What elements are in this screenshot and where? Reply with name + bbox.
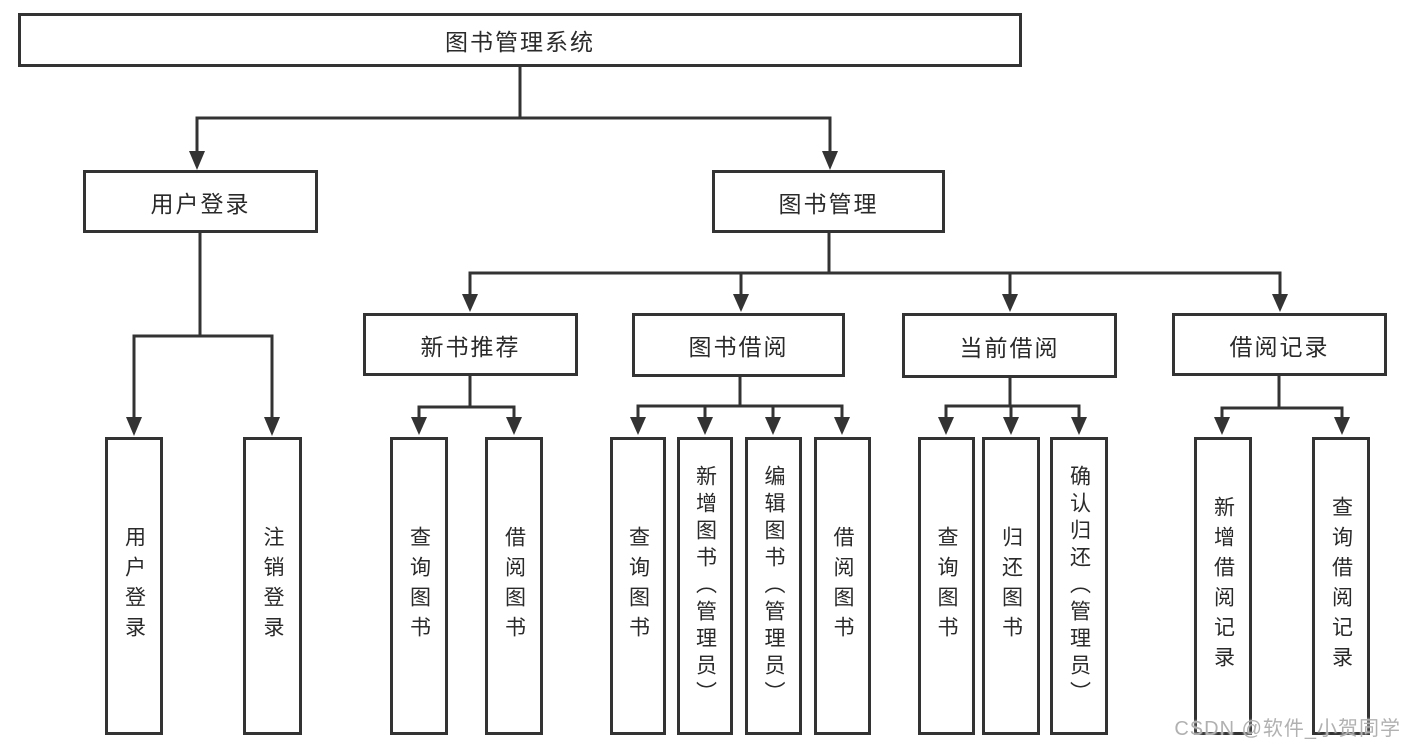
- leaf-query-books-recommend: 查询图书: [390, 437, 448, 735]
- leaf-user-login: 用户登录: [105, 437, 163, 735]
- leaf-add-books-admin: 新增图书（管理员）: [677, 437, 733, 735]
- leaf-add-borrow-record: 新增借阅记录: [1194, 437, 1252, 735]
- node-label: 确认归还（管理员）: [1067, 464, 1091, 708]
- node-label: 查询借阅记录: [1329, 496, 1353, 676]
- node-user-login: 用户登录: [83, 170, 318, 233]
- leaf-return-books: 归还图书: [982, 437, 1040, 735]
- node-book-borrowing: 图书借阅: [632, 313, 845, 377]
- node-label: 图书管理: [778, 190, 879, 217]
- node-label: 借阅图书: [502, 526, 526, 646]
- node-label: 图书借阅: [688, 334, 789, 360]
- node-book-management: 图书管理: [712, 170, 945, 233]
- node-borrowing-records: 借阅记录: [1172, 313, 1387, 376]
- leaf-borrow-books-borrowing: 借阅图书: [814, 437, 871, 735]
- node-label: 借阅记录: [1229, 333, 1330, 360]
- node-label: 归还图书: [999, 526, 1023, 646]
- node-label: 查询图书: [407, 526, 431, 646]
- node-library-system: 图书管理系统: [18, 13, 1022, 67]
- node-label: 借阅图书: [831, 526, 854, 646]
- leaf-borrow-books-recommend: 借阅图书: [485, 437, 543, 735]
- node-label: 用户登录: [122, 526, 146, 646]
- node-label: 查询图书: [935, 526, 958, 646]
- node-new-book-recommendation: 新书推荐: [363, 313, 578, 376]
- node-label: 图书管理系统: [445, 29, 595, 55]
- node-label: 查询图书: [626, 526, 650, 646]
- node-label: 用户登录: [150, 190, 251, 217]
- node-label: 编辑图书（管理员）: [762, 464, 785, 708]
- node-label: 当前借阅: [959, 334, 1060, 361]
- node-label: 注销登录: [261, 526, 284, 646]
- node-label: 新增图书（管理员）: [693, 464, 717, 708]
- leaf-confirm-return-admin: 确认归还（管理员）: [1050, 437, 1108, 735]
- node-current-borrowing: 当前借阅: [902, 313, 1117, 378]
- node-label: 新书推荐: [420, 333, 521, 360]
- leaf-query-books-borrowing: 查询图书: [610, 437, 666, 735]
- node-label: 新增借阅记录: [1211, 496, 1235, 676]
- leaf-query-borrow-record: 查询借阅记录: [1312, 437, 1370, 735]
- leaf-logout: 注销登录: [243, 437, 302, 735]
- leaf-edit-books-admin: 编辑图书（管理员）: [745, 437, 802, 735]
- watermark: CSDN @软件_小贺同学: [1174, 718, 1401, 740]
- arrowhead-icons: [126, 151, 1350, 436]
- leaf-query-books-current: 查询图书: [918, 437, 975, 735]
